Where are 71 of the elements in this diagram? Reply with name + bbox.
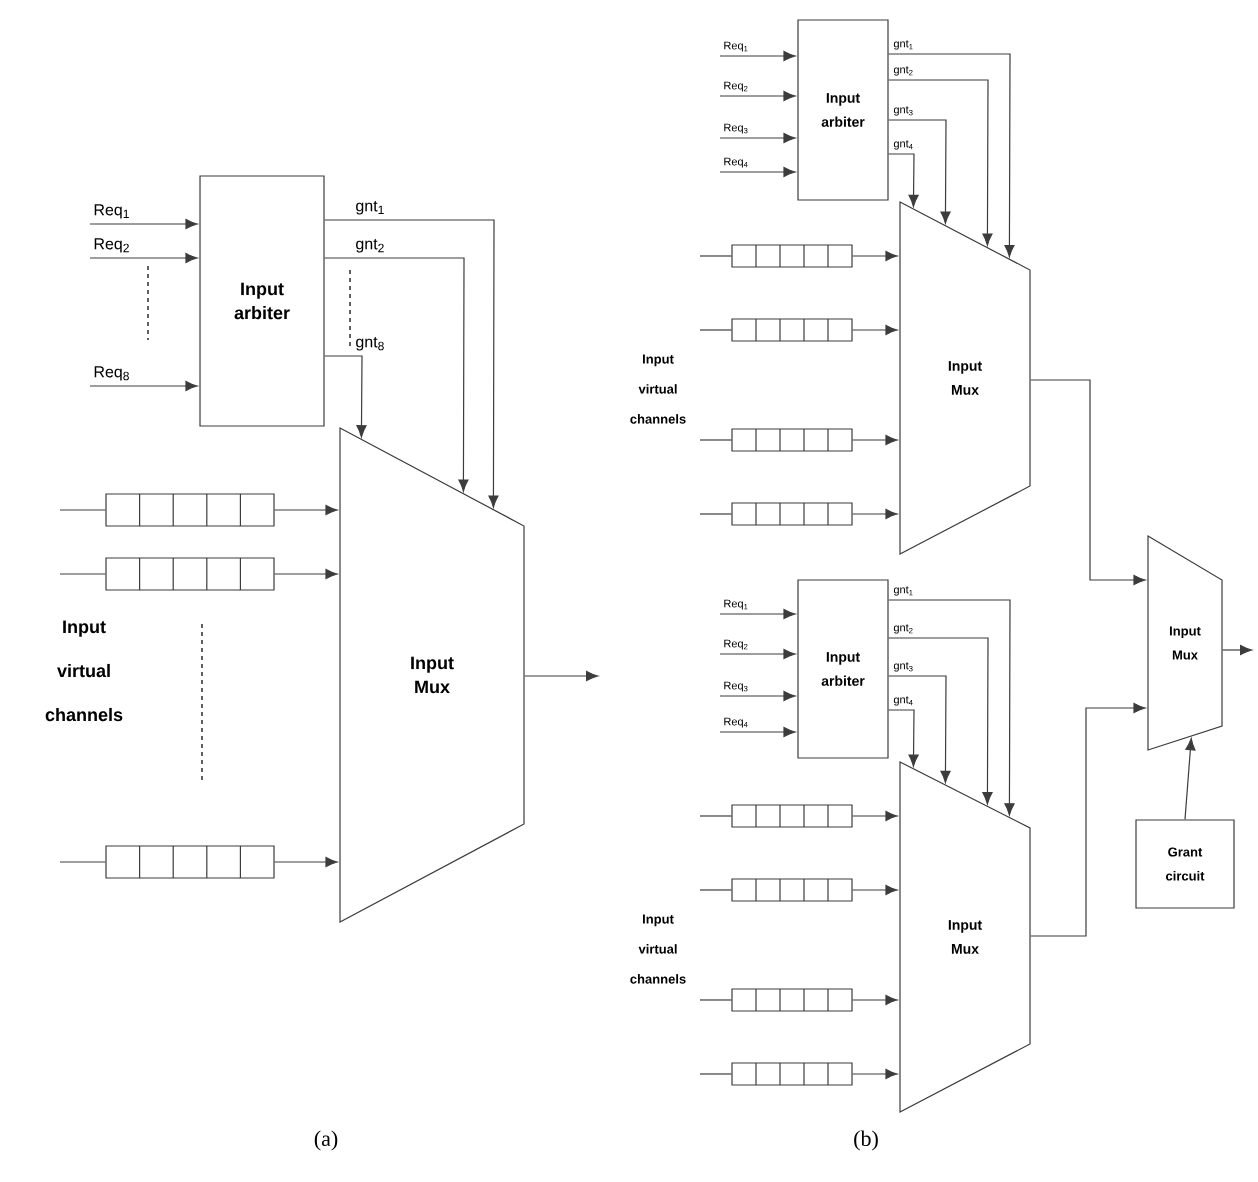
arrow (852, 994, 898, 1006)
queue-box (105, 845, 275, 879)
arrow (89, 252, 198, 264)
arrow (274, 568, 338, 580)
queue-box (731, 428, 853, 452)
arrow (719, 50, 796, 62)
queue-box (105, 493, 275, 527)
arrow (524, 670, 599, 682)
signal-line (699, 329, 732, 331)
signal-line (699, 513, 732, 515)
arrow (888, 119, 951, 224)
arrow (89, 380, 198, 392)
arrow (888, 709, 919, 767)
signal-label: Req$_{8}$ (92, 365, 132, 382)
arrow (852, 324, 898, 336)
signal-line (699, 815, 732, 817)
channel-label: Input virtual channels (45, 620, 123, 722)
signal-label: gnt$_{2}$ (354, 238, 387, 254)
arrow (1030, 379, 1146, 586)
queue-box (731, 1062, 853, 1086)
signal-label: Req$_{2}$ (92, 237, 132, 254)
signal-line (699, 439, 732, 441)
signal-label: Req$_{1}$ (92, 203, 132, 220)
signal-label: gnt$_{8}$ (354, 336, 387, 352)
arrow (888, 637, 993, 805)
arrow (274, 856, 338, 868)
queue-box (105, 557, 275, 591)
arrow (719, 690, 796, 702)
arrow (324, 257, 469, 492)
panel-caption: (b) (854, 1130, 878, 1151)
arrow (89, 218, 198, 230)
queue-box (731, 502, 853, 526)
arrow (719, 132, 796, 144)
arrow (1222, 644, 1253, 656)
arbiter-box: Input arbiter (199, 175, 325, 427)
signal-line (699, 889, 732, 891)
queue-box (731, 878, 853, 902)
arrow (719, 648, 796, 660)
signal-line (699, 1073, 732, 1075)
arrow (719, 166, 796, 178)
arrow (1184, 738, 1196, 820)
signal-line (699, 999, 732, 1001)
queue-box (731, 244, 853, 268)
arrow (852, 434, 898, 446)
arrow (852, 1068, 898, 1080)
signal-line (59, 861, 106, 863)
arrow (888, 599, 1015, 816)
arrow (852, 810, 898, 822)
queue-box (731, 988, 853, 1012)
arrow (852, 884, 898, 896)
arrow (719, 726, 796, 738)
signal-line (59, 573, 106, 575)
signal-line (59, 509, 106, 511)
signal-label: gnt$_{1}$ (354, 200, 387, 216)
arrow (719, 90, 796, 102)
mux-trapezoid: Input Mux (339, 427, 525, 923)
arrow (852, 250, 898, 262)
queue-box (731, 318, 853, 342)
arrow (324, 219, 499, 508)
arrow (719, 608, 796, 620)
arrow (1030, 702, 1146, 937)
arrow (888, 675, 951, 783)
signal-line (699, 255, 732, 257)
queue-box (731, 804, 853, 828)
arrow (888, 79, 993, 246)
arrow (888, 153, 919, 207)
arrow (274, 504, 338, 516)
arrow (888, 53, 1015, 258)
arrow (324, 355, 367, 438)
arrow (852, 508, 898, 520)
panel-caption: (a) (314, 1130, 338, 1151)
